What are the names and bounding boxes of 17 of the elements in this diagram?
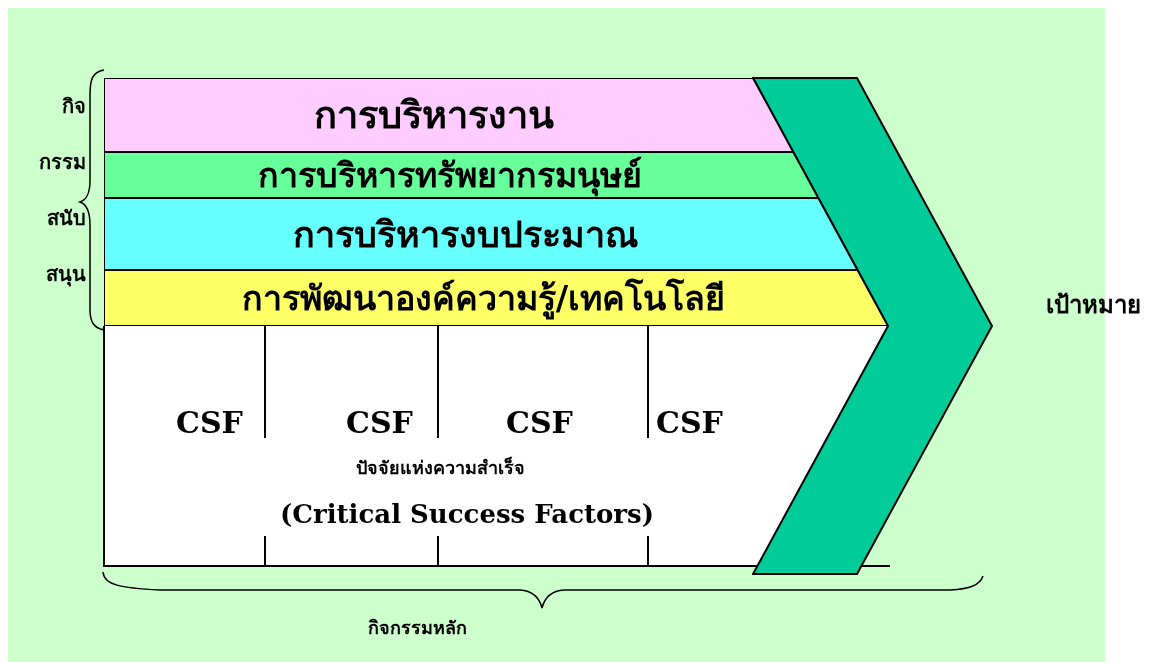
goal-label: เป้าหมาย <box>1046 292 1141 319</box>
activity-band: การบริหารงบประมาณ <box>104 198 858 270</box>
side-label: กิจ <box>62 95 86 117</box>
goal-chevron <box>752 77 994 576</box>
csf-label: CSF <box>656 406 723 439</box>
csf-thai-label: ปัจจัยแห่งความสำเร็จ <box>356 458 525 478</box>
side-label: สนับ <box>47 207 86 229</box>
activity-band: การพัฒนาองค์ความรู้/เทคโนโลยี <box>104 270 888 326</box>
csf-label: CSF <box>176 406 243 439</box>
side-label: สนุน <box>46 263 86 285</box>
csf-label: CSF <box>506 406 573 439</box>
main-activities-label: กิจกรรมหลัก <box>368 618 467 638</box>
side-label: กรรม <box>39 151 86 173</box>
csf-english-label: (Critical Success Factors) <box>280 500 654 529</box>
activity-band: การบริหารงาน <box>104 78 794 152</box>
csf-label: CSF <box>346 406 413 439</box>
activity-band: การบริหารทรัพยากรมนุษย์ <box>104 152 819 198</box>
